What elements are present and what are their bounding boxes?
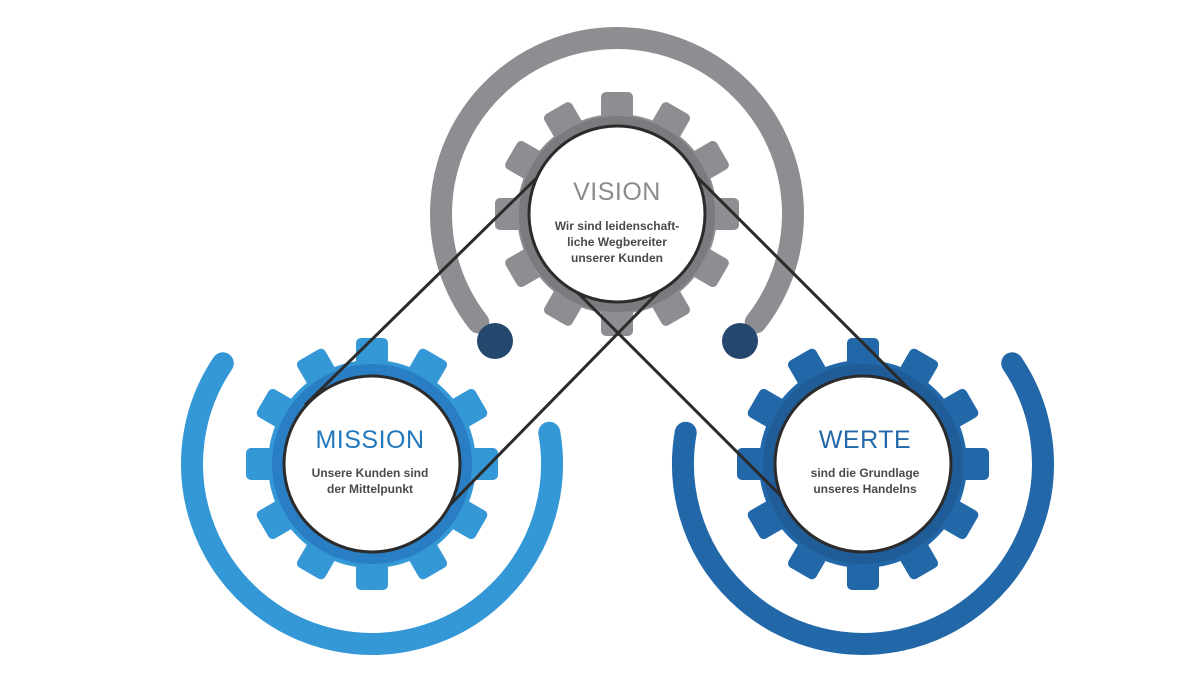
werte-description: sind die Grundlage unseres Handelns — [811, 465, 920, 497]
belt-line — [553, 268, 802, 517]
mission-line-1: Unsere Kunden sind — [311, 466, 429, 480]
connector-dot-right — [722, 323, 758, 359]
gear-tooth — [601, 92, 633, 124]
vision-description: Wir sind leidenschaft- liche Wegbereiter… — [555, 218, 680, 266]
gear-tooth — [847, 558, 879, 590]
gear-tooth — [356, 558, 388, 590]
werte-ring — [671, 352, 1054, 655]
mission-line-2: der Mittelpunkt — [327, 482, 413, 496]
mission-description: Unsere Kunden sind der Mittelpunkt — [312, 465, 429, 497]
gear-tooth — [495, 198, 527, 230]
gear-tooth — [737, 448, 769, 480]
gear-tooth — [707, 198, 739, 230]
vision-line-3: unserer Kunden — [570, 251, 664, 265]
werte-title: WERTE — [818, 426, 912, 454]
gear-tooth — [847, 338, 879, 370]
gear-tooth — [957, 448, 989, 480]
belt-line — [678, 158, 927, 407]
mission-hub — [282, 374, 462, 554]
gear-tooth — [246, 448, 278, 480]
vision-line-1: Wir sind leidenschaft- — [554, 219, 680, 233]
vision-line-2: liche Wegbereiter — [567, 235, 667, 249]
werte-line-2: unseres Handelns — [813, 482, 917, 496]
werte-hub — [773, 374, 953, 554]
gear-tooth — [466, 448, 498, 480]
werte-line-1: sind die Grundlage — [810, 466, 920, 480]
vision-title: VISION — [573, 178, 661, 206]
vision-hub — [527, 124, 707, 304]
belt-line — [303, 158, 557, 407]
connector-dot-left — [477, 323, 513, 359]
belt-lines — [303, 158, 927, 517]
vision-ring — [430, 27, 804, 334]
belt-line — [438, 268, 682, 517]
mission-title: MISSION — [315, 426, 425, 454]
mission-ring — [181, 352, 564, 655]
